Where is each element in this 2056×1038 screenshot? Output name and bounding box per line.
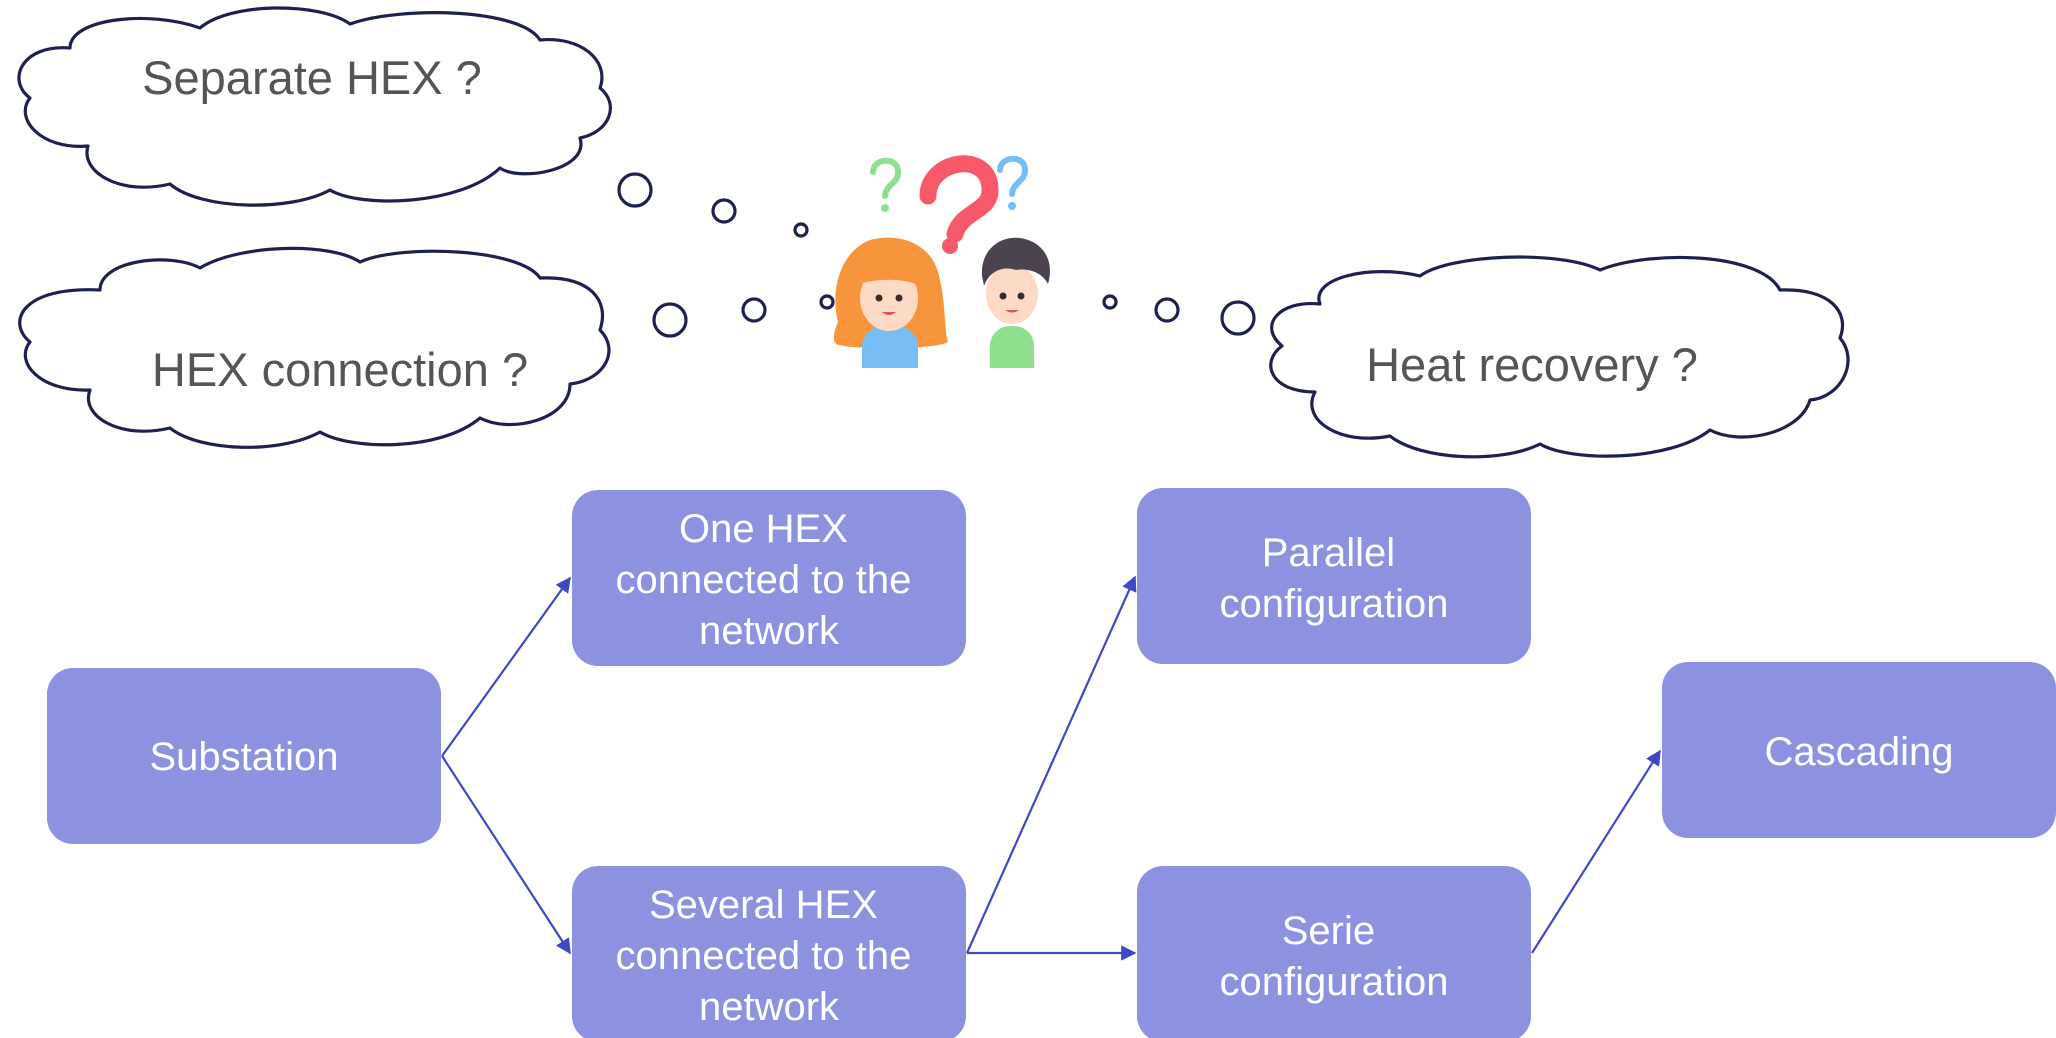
man-figure xyxy=(981,237,1050,368)
red-question-mark-icon xyxy=(919,155,999,254)
arrow-substation-to-several-hex xyxy=(441,755,571,955)
thought-bubbles-right xyxy=(1102,294,1256,336)
node-several-hex-line-1: Several HEX xyxy=(649,883,878,927)
green-question-mark-icon xyxy=(870,157,902,212)
thought-separate-hex: Separate HEX ? xyxy=(142,51,482,104)
node-parallel: Parallel configuration xyxy=(1137,488,1531,664)
arrow-substation-to-one-hex xyxy=(441,576,571,757)
thought-hex-connection: HEX connection ? xyxy=(152,343,528,396)
node-several-hex-line-3: network xyxy=(699,985,840,1029)
thought-heat-recovery: Heat recovery ? xyxy=(1366,338,1698,391)
node-substation-line-1: Substation xyxy=(149,735,338,779)
thought-bubbles-left-upper xyxy=(617,172,809,238)
node-cascading-line-1: Cascading xyxy=(1764,730,1953,774)
confused-couple-icon xyxy=(833,155,1050,368)
svg-text:One HEX connected to the: One HEX connected to the network xyxy=(616,507,923,653)
thought-cloud-heat-recovery: Heat recovery ? xyxy=(1269,255,1850,459)
node-several-hex-line-2: connected to the xyxy=(616,934,912,978)
node-substation: Substation xyxy=(47,668,441,844)
node-one-hex-line-2: connected to the xyxy=(616,558,912,602)
node-cascading: Cascading xyxy=(1662,662,2056,838)
node-parallel-line-1: Parallel xyxy=(1262,531,1395,575)
svg-text:Cascading: Cascading xyxy=(1764,730,1953,774)
node-parallel-line-2: configuration xyxy=(1219,582,1448,626)
svg-text:Substation: Substation xyxy=(149,735,338,779)
woman-figure xyxy=(833,237,948,368)
thought-cloud-separate-hex: Separate HEX ? xyxy=(17,6,612,207)
node-several-hex: Several HEX connected to the network xyxy=(572,866,966,1038)
arrow-serie-to-cascading xyxy=(1531,749,1661,954)
node-serie: Serie configuration xyxy=(1137,866,1531,1038)
node-serie-line-1: Serie xyxy=(1282,909,1375,953)
node-one-hex: One HEX connected to the network xyxy=(572,490,966,666)
node-one-hex-line-1: One HEX xyxy=(679,507,848,551)
svg-text:Several HEX connected to: Several HEX connected to the network xyxy=(616,883,923,1029)
svg-text:Serie configuration: Serie configuration xyxy=(1219,909,1448,1004)
node-serie-line-2: configuration xyxy=(1219,960,1448,1004)
svg-text:Parallel configuration: Parallel configuration xyxy=(1219,531,1448,626)
blue-question-mark-icon xyxy=(997,155,1029,210)
thought-bubbles-left-lower xyxy=(652,294,835,338)
arrow-several-hex-to-parallel xyxy=(965,575,1137,954)
node-one-hex-line-3: network xyxy=(699,609,840,653)
thought-cloud-hex-connection: HEX connection ? xyxy=(18,246,611,449)
